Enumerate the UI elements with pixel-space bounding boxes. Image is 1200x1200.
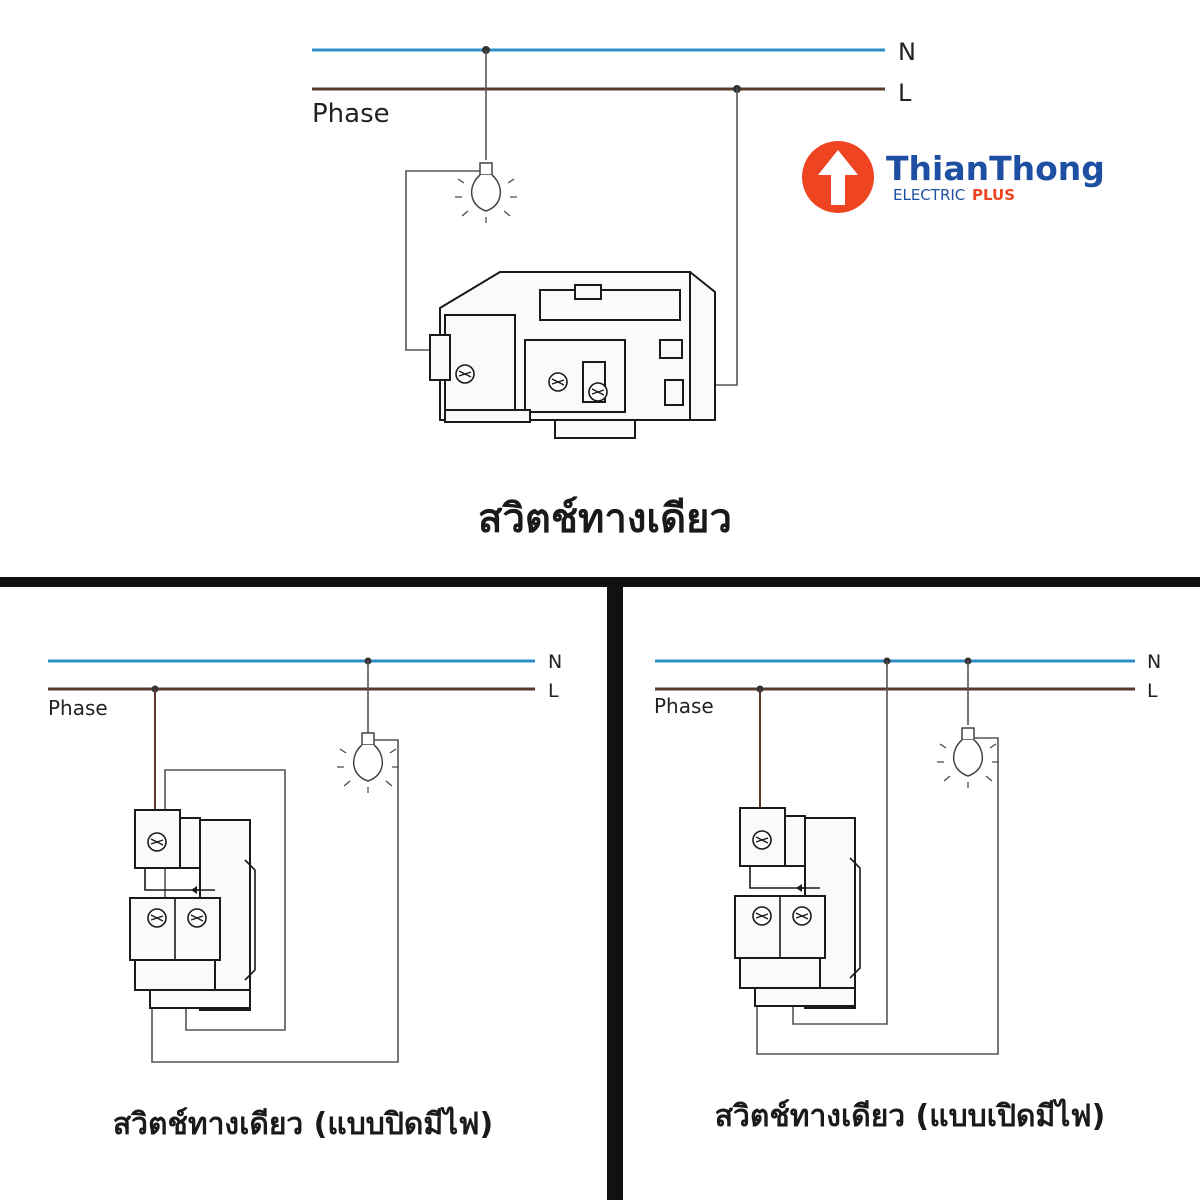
top-title: สวิตช์ทางเดียว (478, 496, 732, 542)
top-lamp-icon (454, 162, 518, 224)
left-lamp-icon (336, 732, 400, 794)
right-switch-module-icon (735, 808, 860, 1008)
left-phase-label: Phase (48, 696, 108, 720)
top-l-label: L (898, 79, 912, 107)
brand-logo: ThianThong ELECTRIC PLUS (802, 141, 1105, 213)
right-n-label: N (1147, 651, 1161, 673)
right-panel: N L Phase สวิตช์ทางเดียว (แบบเปิดมีไฟ) (654, 651, 1161, 1134)
right-lamp-icon (936, 727, 1000, 789)
right-l-label: L (1147, 680, 1158, 702)
top-n-label: N (898, 38, 916, 66)
brand-sub-plus: PLUS (972, 186, 1015, 204)
horizontal-divider (0, 577, 1200, 587)
vertical-divider (607, 587, 623, 1200)
left-l-label: L (548, 680, 559, 702)
top-switch-module-icon (429, 271, 716, 439)
left-panel: N L Phase สวิตช์ทางเดียว (แบบปิดมีไฟ) (48, 651, 562, 1142)
top-phase-label: Phase (312, 99, 390, 129)
brand-name: ThianThong (886, 149, 1105, 188)
left-title: สวิตช์ทางเดียว (แบบปิดมีไฟ) (113, 1106, 493, 1142)
top-section: N L Phase สวิตช์ทางเดียว (312, 38, 916, 542)
right-phase-label: Phase (654, 694, 714, 718)
brand-sub-electric: ELECTRIC (893, 186, 965, 204)
left-n-label: N (548, 651, 562, 673)
left-switch-module-icon (130, 810, 255, 1010)
right-title: สวิตช์ทางเดียว (แบบเปิดมีไฟ) (715, 1098, 1106, 1134)
